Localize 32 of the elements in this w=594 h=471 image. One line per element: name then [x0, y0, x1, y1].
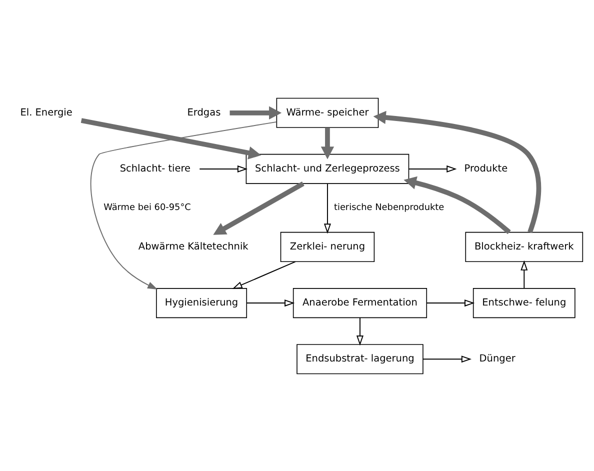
- arrow: [232, 260, 296, 288]
- node-text: Schlacht- tiere: [120, 162, 191, 174]
- node-box: Wärme- speicher: [276, 97, 379, 128]
- arrow: [246, 299, 295, 306]
- node-box: Endsubstrat- lagerung: [296, 344, 424, 374]
- node-text: Dünger: [479, 353, 516, 364]
- node-text: Produkte: [464, 162, 508, 174]
- arrow: [213, 180, 304, 234]
- arrow: [356, 316, 364, 346]
- arrow: [408, 164, 457, 172]
- arrow: [230, 106, 282, 119]
- node-box: Anaerobe Fermentation: [292, 288, 428, 318]
- arrow: [520, 260, 528, 288]
- edge-label: Wärme bei 60-95°C: [104, 202, 191, 213]
- arrow: [426, 299, 475, 306]
- arrow: [320, 127, 334, 159]
- node-box: Entschwe- felung: [472, 288, 576, 318]
- arrow: [422, 355, 472, 362]
- arrow: [199, 164, 248, 172]
- node-text: El. Energie: [20, 106, 72, 118]
- edge-label: tierische Nebenprodukte: [334, 202, 444, 213]
- arrow: [90, 120, 277, 290]
- node-box: Zerklei- nerung: [280, 231, 375, 262]
- arrow: [324, 182, 331, 234]
- node-box: Hygienisierung: [156, 288, 248, 318]
- arrow: [404, 176, 511, 234]
- node-box: Blockheiz- kraftwerk: [465, 231, 584, 262]
- node-text: Abwärme Kältetechnik: [138, 240, 248, 252]
- arrow: [80, 118, 262, 159]
- arrow: [373, 110, 542, 233]
- node-box: Schlacht- und Zerlegeprozess: [246, 153, 410, 184]
- node-text: Erdgas: [187, 106, 221, 118]
